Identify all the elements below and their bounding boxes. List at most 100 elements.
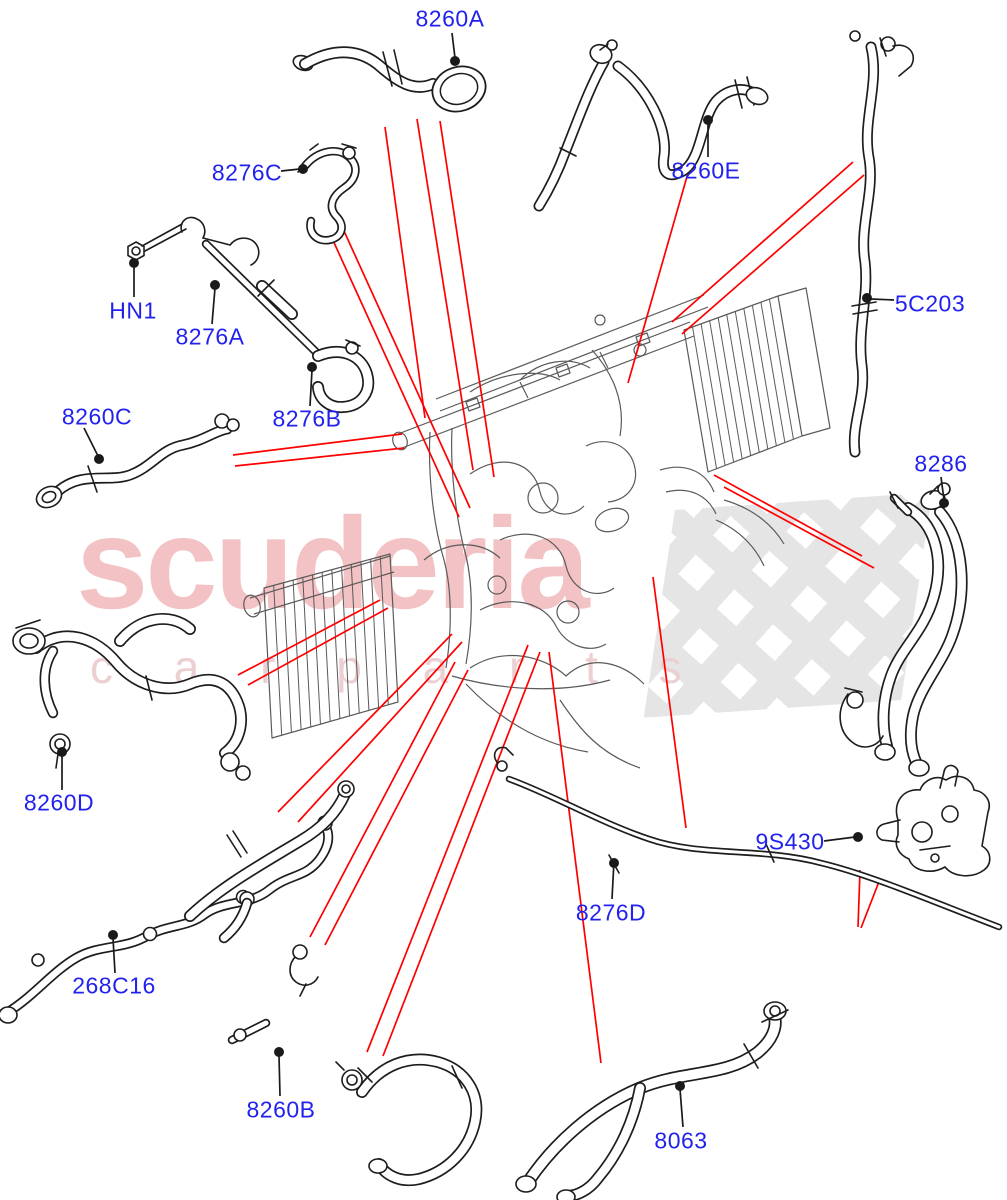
- red-leader-line: [627, 172, 689, 384]
- radiator-slat: [292, 580, 302, 730]
- part-label-5C203: 5C203: [894, 290, 966, 317]
- radiator-slat: [700, 323, 726, 466]
- part-label-8260A: 8260A: [415, 5, 485, 32]
- radiator-slat: [282, 582, 292, 733]
- hose-inner: [257, 281, 297, 319]
- part-8260D-drawing: [12, 612, 251, 781]
- callout-line: [870, 298, 895, 301]
- part-label-8063: 8063: [654, 1127, 708, 1154]
- callout-dot: [57, 747, 67, 757]
- part-label-8286: 8286: [914, 450, 968, 477]
- callout-dot: [298, 164, 308, 174]
- hose-inner: [562, 1083, 645, 1200]
- hose-inner: [850, 43, 878, 456]
- callout-leaders: [57, 32, 949, 1128]
- hose-inner: [906, 507, 966, 769]
- radiator-slat: [370, 559, 380, 708]
- callout-line: [940, 476, 945, 501]
- callout-line: [309, 369, 313, 407]
- hose-inner: [891, 495, 911, 515]
- hose-inner: [313, 347, 373, 412]
- part-label-8260B: 8260B: [246, 1096, 316, 1123]
- part-label-8260C: 8260C: [61, 403, 133, 430]
- radiator-slat: [350, 564, 360, 714]
- callout-dot: [210, 280, 220, 290]
- callout-dot: [307, 362, 317, 372]
- part-5C203-drawing: [848, 30, 915, 458]
- red-leader-line: [857, 869, 861, 928]
- hose-inner: [535, 58, 608, 210]
- part-8260C-drawing: [35, 413, 240, 509]
- radiator-slat: [751, 305, 777, 446]
- radiator-slat: [734, 311, 760, 453]
- callout-line: [280, 168, 301, 172]
- red-leader-line: [366, 644, 529, 1053]
- part-8286-drawing: [839, 482, 968, 777]
- part-8276A-drawing: [180, 216, 375, 414]
- hose-inner: [220, 899, 251, 942]
- red-leader-line: [652, 576, 687, 829]
- part-label-9S430: 9S430: [755, 828, 825, 855]
- radiator-slat: [760, 302, 786, 443]
- hose-outline: [521, 1008, 782, 1189]
- red-leader-line: [343, 230, 471, 509]
- hose-inner: [203, 241, 319, 355]
- hose-inner: [185, 789, 350, 921]
- red-leader-line: [548, 651, 602, 1064]
- callout-line: [679, 1088, 684, 1128]
- part-label-8276A: 8276A: [175, 323, 245, 350]
- red-leader-line: [671, 161, 854, 323]
- hose-inner: [523, 1010, 780, 1187]
- hose-inner: [53, 425, 231, 496]
- radiator-slat: [743, 308, 769, 450]
- callout-dot: [108, 930, 118, 940]
- part-label-8276C: 8276C: [211, 159, 283, 186]
- red-leader-line: [309, 661, 456, 938]
- red-leader-line: [416, 118, 474, 471]
- part-label-HN1: HN1: [109, 297, 157, 324]
- callout-line: [278, 1055, 281, 1097]
- radiator-slat: [379, 556, 389, 705]
- hose-inner: [507, 777, 1001, 929]
- callout-dot: [675, 1081, 685, 1091]
- callout-line: [823, 836, 856, 842]
- red-leader-line: [439, 120, 495, 478]
- red-leader-line: [723, 486, 875, 569]
- callout-line: [211, 287, 216, 325]
- red-leader-line: [860, 878, 881, 929]
- hose-outline: [30, 630, 247, 759]
- part-label-8260E: 8260E: [671, 157, 741, 184]
- hose-inner: [4, 823, 332, 1016]
- part-label-8260D: 8260D: [23, 789, 95, 816]
- part-268C16-drawing: [0, 780, 355, 1045]
- part-label-8276D: 8276D: [575, 899, 647, 926]
- watermark-brand-text: scuderia: [76, 490, 590, 636]
- hose-inner: [614, 62, 759, 179]
- radiator-slat: [360, 561, 370, 711]
- hose-inner: [115, 614, 195, 646]
- part-8260B-drawing: [335, 1053, 483, 1187]
- part-label-8276B: 8276B: [272, 405, 342, 432]
- red-leader-line: [232, 433, 403, 456]
- callout-line: [451, 32, 456, 59]
- callout-dot: [703, 115, 713, 125]
- part-label-268C16: 268C16: [72, 972, 156, 999]
- red-leader-line: [384, 126, 426, 419]
- red-leader-line: [330, 235, 460, 518]
- part-9S430-drawing: [876, 764, 991, 877]
- radiator-slat: [768, 299, 794, 440]
- callout-line: [112, 937, 116, 974]
- part-8276C-drawing: [297, 143, 360, 245]
- red-leader-line: [247, 607, 389, 686]
- hose-inner: [357, 1055, 481, 1185]
- callout-dot: [129, 258, 139, 268]
- callout-dot: [862, 293, 872, 303]
- callout-dot: [274, 1047, 284, 1057]
- callout-line: [83, 427, 99, 457]
- radiator-slat: [717, 317, 743, 459]
- hose-inner: [31, 632, 246, 758]
- callout-dot: [450, 56, 460, 66]
- radiator-slat: [311, 574, 321, 725]
